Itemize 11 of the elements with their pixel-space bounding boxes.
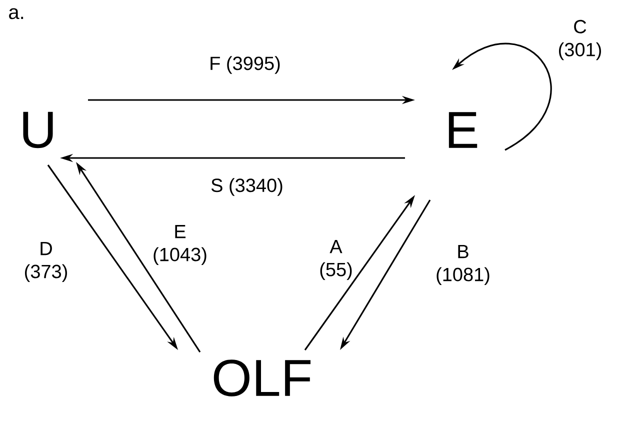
state-label: E [448,112,478,148]
state-label: OLF [214,360,310,396]
edge-label: D (373) [25,242,67,282]
edge-label: S (3340) [211,178,282,196]
edge-label: E (1043) [154,225,206,265]
panel-label: a. [9,8,24,20]
edge-label: A (55) [320,240,352,280]
edge-label: C (301) [559,20,601,60]
edge-label: F (3995) [210,56,280,74]
state-label: U [23,112,53,148]
edge-label: B (1081) [436,245,490,285]
